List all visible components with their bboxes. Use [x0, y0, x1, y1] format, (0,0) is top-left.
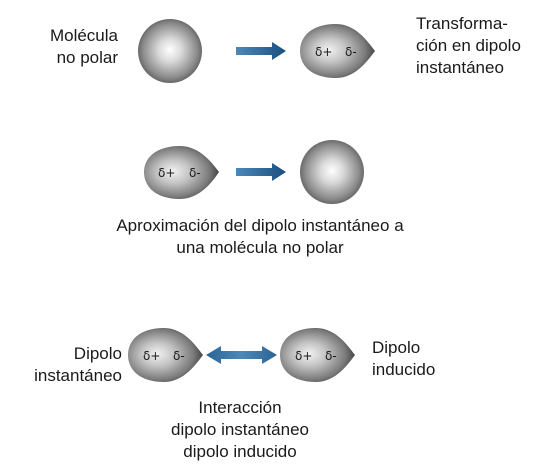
- right-arrow-icon: [236, 163, 286, 181]
- delta-plus-label: δ+: [315, 45, 332, 59]
- instantaneous-dipole-molecule: [300, 24, 375, 78]
- label-line: instantáneo: [416, 58, 504, 77]
- nonpolar-molecule: [300, 140, 364, 204]
- right-arrow-icon: [236, 42, 286, 60]
- interaction-caption: Interacción dipolo instantáneo dipolo in…: [130, 397, 350, 463]
- induced-dipole-label: Dipolo inducido: [372, 337, 492, 381]
- label-line: inducido: [372, 360, 436, 379]
- label-line: Transforma-: [416, 14, 508, 33]
- label-line: Molécula: [49, 26, 118, 45]
- nonpolar-molecule: [138, 19, 202, 83]
- instantaneous-dipole-molecule: [128, 328, 203, 382]
- label-line: Dipolo: [73, 344, 122, 363]
- label-line: instantáneo: [34, 366, 122, 385]
- double-arrow-icon: [206, 346, 277, 364]
- label-line: no polar: [56, 48, 118, 67]
- delta-minus-label: δ-: [189, 166, 201, 180]
- label-line: Dipolo: [372, 338, 421, 357]
- caption-line: dipolo instantáneo: [170, 420, 309, 439]
- approximation-caption: Aproximación del dipolo instantáneo a un…: [20, 215, 500, 259]
- induced-dipole-molecule: [280, 328, 355, 382]
- delta-minus-label: δ-: [325, 349, 337, 363]
- nonpolar-molecule-label: Molécula no polar: [10, 25, 118, 69]
- delta-plus-label: δ+: [158, 166, 175, 180]
- instantaneous-dipole-label: Dipolo instantáneo: [0, 343, 122, 387]
- delta-minus-label: δ-: [345, 45, 357, 59]
- instantaneous-dipole-molecule: [144, 146, 219, 199]
- caption-line: Aproximación del dipolo instantáneo a: [116, 216, 404, 235]
- delta-plus-label: δ+: [143, 349, 160, 363]
- label-line: ción en dipolo: [416, 36, 521, 55]
- delta-minus-label: δ-: [173, 349, 185, 363]
- transformation-label: Transforma- ción en dipolo instantáneo: [416, 13, 554, 79]
- delta-plus-label: δ+: [295, 349, 312, 363]
- caption-line: Interacción: [198, 398, 282, 417]
- caption-line: dipolo inducido: [183, 442, 297, 461]
- caption-line: una molécula no polar: [176, 238, 344, 257]
